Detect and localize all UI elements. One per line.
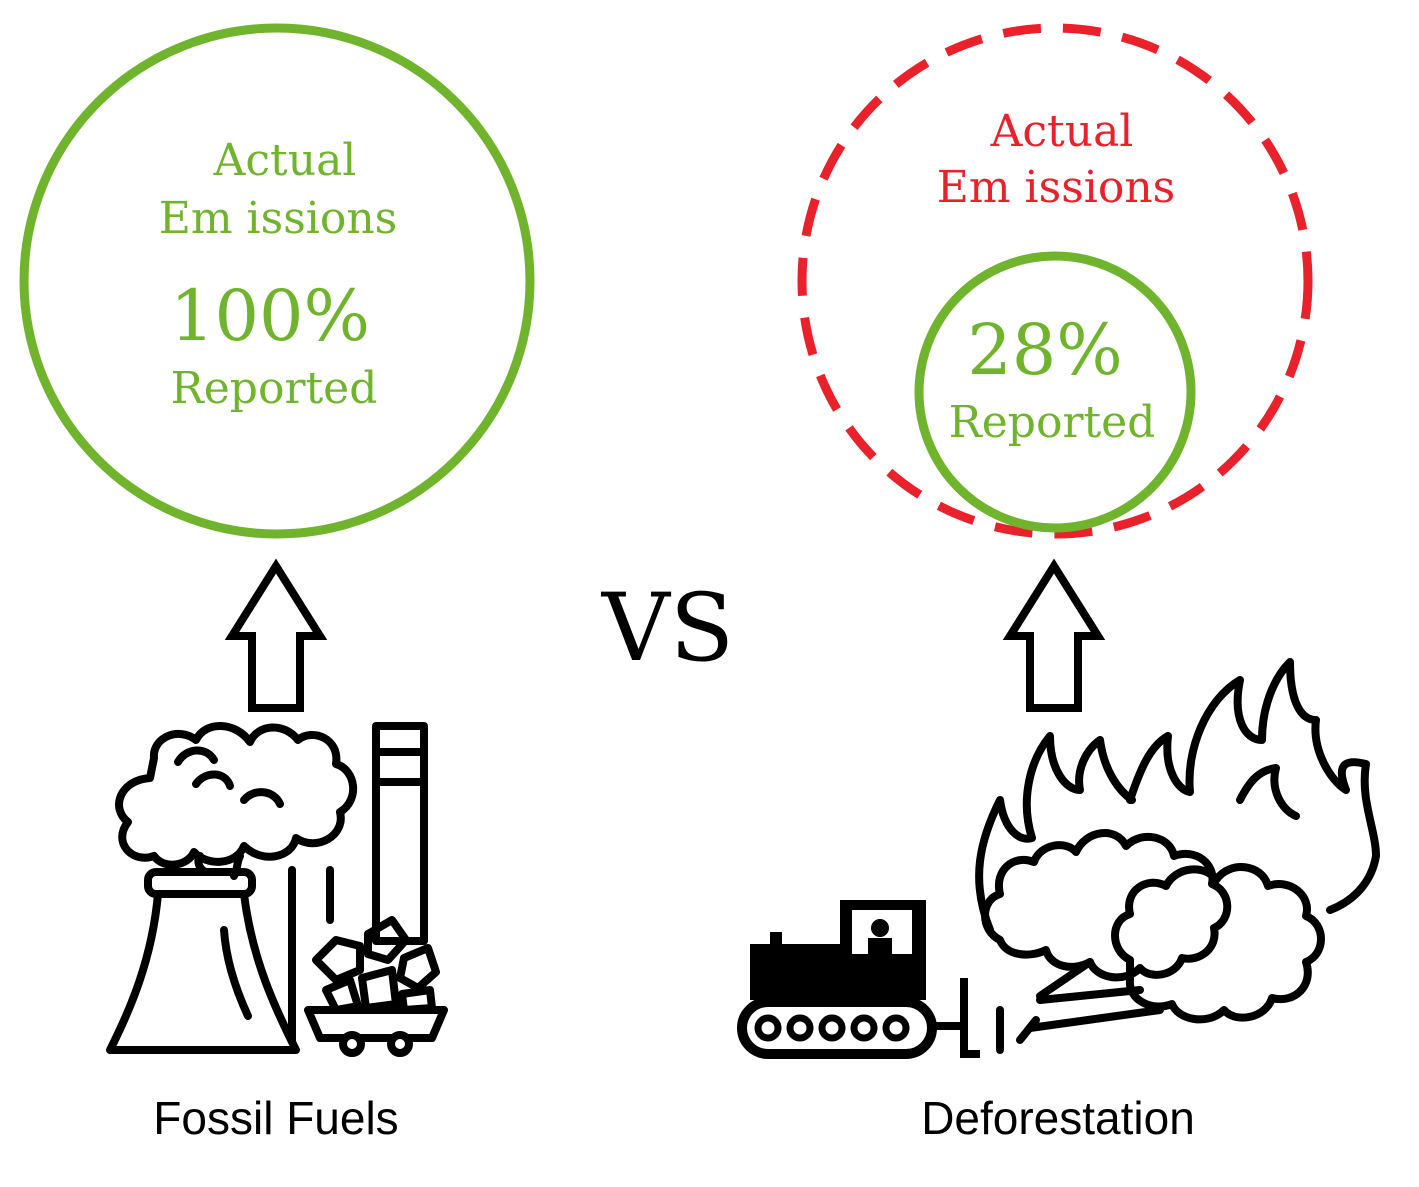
emissions-label-left: Em issions: [159, 193, 398, 244]
percent-reported-right: 28%: [967, 309, 1123, 391]
reported-label-left: Reported: [171, 363, 378, 414]
actual-label-left: Actual: [213, 135, 357, 186]
up-arrow-left: [224, 558, 328, 712]
up-arrow-right: [1002, 558, 1106, 712]
deforestation-label: Deforestation: [921, 1092, 1195, 1144]
fossil-fuels-panel: Actual Em issions 100% Reported: [19, 23, 535, 1144]
vs-label: VS: [601, 574, 734, 683]
actual-emissions-circle-left: [19, 23, 535, 539]
percent-reported-left: 100%: [170, 275, 370, 357]
reported-label-right: Reported: [949, 397, 1156, 448]
actual-label-right: Actual: [990, 106, 1134, 157]
actual-emissions-circle-right: [797, 23, 1313, 539]
fossil-fuels-label: Fossil Fuels: [153, 1092, 398, 1144]
bulldozer-forest-fire-icon: [737, 658, 1380, 1059]
deforestation-panel: Actual Em issions 28% Reported: [737, 23, 1380, 1144]
power-plant-icon: [106, 722, 448, 1057]
reported-emissions-circle-right: [914, 251, 1196, 533]
emissions-label-right: Em issions: [937, 162, 1176, 213]
